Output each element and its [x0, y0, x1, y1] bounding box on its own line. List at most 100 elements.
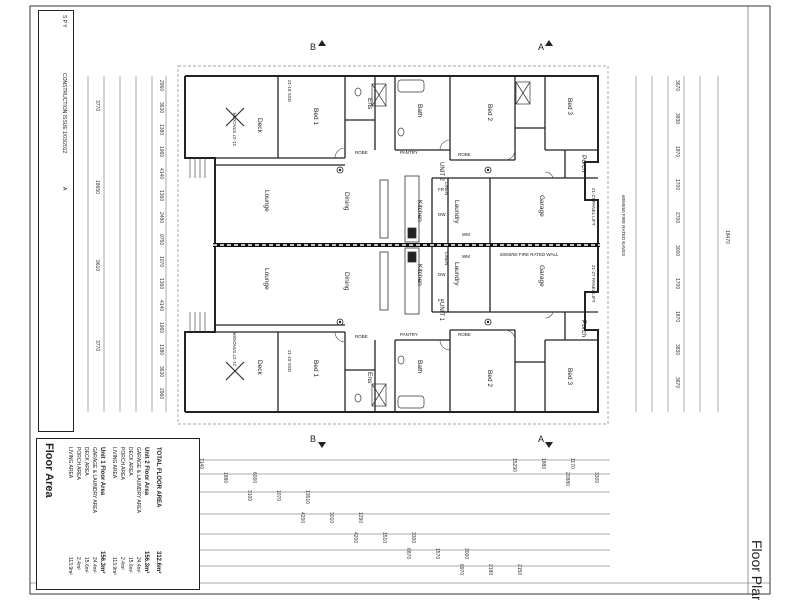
dim-label-left: 9750: [158, 234, 164, 245]
unit1-area-row-label: PORCH AREA: [75, 447, 81, 480]
dim-label-bottom: 1170: [569, 458, 575, 469]
dimension-labels-bottom: 7140600013510129033003000215011701880107…: [198, 458, 599, 575]
bathtub-1: [397, 395, 425, 409]
dim-label-right: 3000: [674, 245, 680, 256]
dim-label-left: 2960: [158, 388, 164, 399]
dim-label-left: 4140: [158, 168, 164, 179]
section-b-top: B: [310, 42, 316, 52]
room-bath-u2: Bath: [416, 104, 423, 118]
room-bed3-u1: Bed 3: [566, 368, 573, 385]
stacker-u1: 21-27 STACKER: [232, 332, 237, 366]
washer-label-u1: WM: [462, 254, 470, 259]
unit2-total-value: 156.3m²: [143, 551, 149, 574]
bathtub-2: [397, 79, 425, 93]
dim-label-left: 2480: [158, 212, 164, 223]
ssd-u1: 21-18 SSD: [287, 350, 292, 373]
grand-total-value: 312.6m²: [155, 551, 161, 574]
room-laundry-u1: Laundry: [453, 262, 460, 286]
fire-eaves-note: 60/60/60 FIRE RATED EAVES: [621, 195, 626, 256]
dim-label-bottom: 6000: [251, 472, 257, 483]
dim-label-bottom: 3000: [463, 548, 469, 559]
unit2-internal-walls: [185, 76, 598, 243]
robe-label-u2b: ROBE: [458, 152, 471, 157]
fire-wall-note: 60/60/60 FIRE RATED WALL: [500, 252, 559, 257]
unit1-outer-wall: [185, 247, 599, 413]
kitchen-benches: [379, 175, 420, 315]
dim-label-left: 1360: [158, 190, 164, 201]
room-bed3-u2: Bed 3: [566, 98, 573, 115]
pantry-label-u1: PANTRY: [400, 332, 418, 337]
robe-label-u1b: ROBE: [458, 332, 471, 337]
dim-label-left: 1960: [158, 322, 164, 333]
dim-label-left: 1070: [158, 256, 164, 267]
kitchen-bench-unit1: [404, 247, 420, 315]
dimension-labels-right: 3670383018701700270030001700187038303670…: [674, 80, 730, 388]
robe-label-u1a: ROBE: [355, 334, 368, 339]
room-dining-u1: Dining: [343, 272, 350, 291]
room-bed1-u2: Bed 1: [312, 108, 319, 125]
fridge-label-u2: FR: [438, 187, 445, 192]
revision-top-label: S P Y: [61, 15, 67, 28]
ceiling-fan-icon: [225, 107, 245, 381]
dim-label-right: 1870: [674, 146, 680, 157]
revision-date: 1/03/2012: [61, 131, 67, 154]
smoke-detector-icon: [336, 166, 492, 326]
dim-label-bottom: 1510: [381, 532, 387, 543]
room-porch-u2: Porch: [580, 155, 587, 172]
dim-label-left: 1960: [158, 146, 164, 157]
unit2-label: UNIT 2: [438, 162, 444, 182]
sheet-border: [29, 5, 771, 595]
dim-label-bottom: 3300: [410, 532, 416, 543]
dim-label-right: 1700: [674, 179, 680, 190]
washer-label-u2: WM: [462, 232, 470, 237]
floor-area-title: Floor Area: [43, 443, 55, 498]
unit1-area-row-value: 24.4m²: [91, 557, 97, 573]
unit2-area-row-value: 113.9m²: [111, 557, 117, 575]
room-deck-u2: Deck: [256, 118, 263, 134]
stairs: [189, 158, 206, 332]
dim-lines-bottom: [185, 459, 610, 567]
dim-label-left: 1380: [158, 124, 164, 135]
dim-label-bottom: 6870: [405, 548, 411, 559]
dim-lines-left: [87, 76, 167, 412]
shower-ens1: [371, 383, 387, 407]
dim-label-bottom: 1880: [222, 472, 228, 483]
dim-label-left-outer: 18650: [94, 180, 100, 194]
dim-label-left: 3630: [158, 366, 164, 377]
room-laundry-u2: Laundry: [453, 200, 460, 224]
dim-label-bottom: 1570: [434, 548, 440, 559]
dim-label-right: 2700: [674, 212, 680, 223]
island-bench-unit2: [379, 179, 389, 239]
unit2-area-row-label: LIVING AREA: [111, 447, 117, 479]
unit2-outer-wall: [185, 75, 599, 243]
dim-label-bottom: 1880: [540, 458, 546, 469]
unit1-total-label: Unit 1 Floor Area: [99, 447, 105, 496]
dim-label-bottom: 4200: [299, 512, 305, 523]
unit1-area-row-value: 113.9m²: [67, 557, 73, 575]
room-lounge-u1: Lounge: [263, 268, 270, 290]
unit1-area-row-label: LIVING AREA: [67, 447, 73, 479]
room-bed2-u1: Bed 2: [486, 370, 493, 387]
panel-lift-u1: 21-27 PANEL LIFT: [591, 265, 596, 303]
dim-label-left-outer: 3770: [94, 340, 100, 351]
dimension-labels-left: 2960363013801960414013602480975010701360…: [94, 80, 164, 399]
fridge-label-u1: FR: [438, 298, 445, 303]
dishwasher-label-u2: DW: [438, 212, 446, 217]
dishwasher-label-u1: DW: [438, 272, 446, 277]
robe-label-u2a: ROBE: [355, 150, 368, 155]
dim-label-left: 1380: [158, 344, 164, 355]
lot-boundary: [177, 65, 609, 425]
dim-label-bottom: 13510: [304, 490, 310, 504]
dim-label-bottom: 3100: [246, 490, 252, 501]
floor-area-table: Floor Area LIVING AREA 113.9m² PORCH AREA 2…: [36, 438, 200, 590]
dim-label-right: 1870: [674, 311, 680, 322]
dim-label-bottom: 2150: [516, 564, 522, 575]
room-porch-u1: Porch: [580, 320, 587, 337]
section-markers: [318, 40, 553, 448]
unit2-area-row-label: GARAGE & LAUNDRY AREA: [135, 447, 141, 513]
room-ens-u1: Ens: [366, 372, 373, 384]
unit2-area-row-value: 24.4m²: [135, 557, 141, 573]
dim-label-bottom: 6970: [458, 564, 464, 575]
